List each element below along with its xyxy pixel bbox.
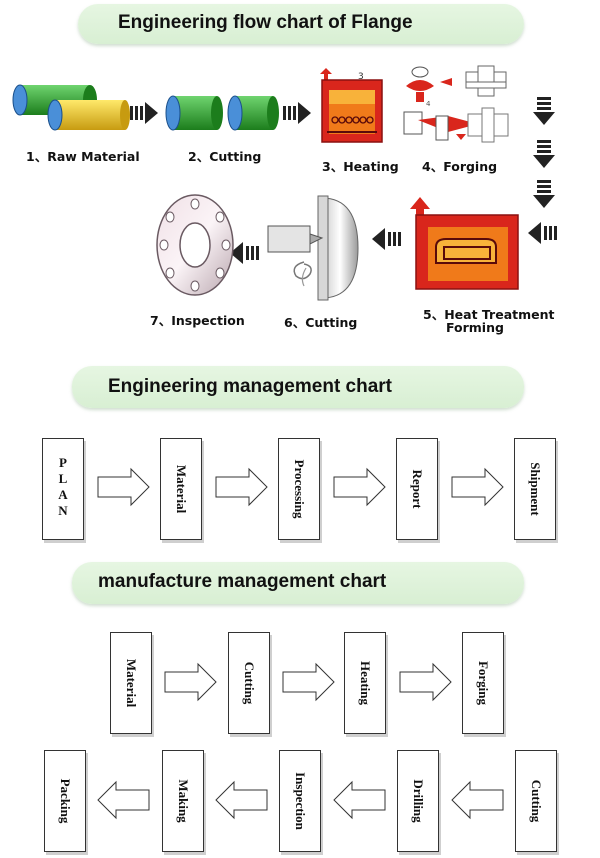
material-label: Material — [174, 464, 189, 514]
row1-heating-box: Heating — [344, 632, 386, 734]
hollow-arrow-right — [164, 662, 217, 702]
forging-illustration: 4 — [403, 65, 509, 143]
section1-title-banner — [78, 4, 524, 44]
raw-material-illustration — [12, 84, 130, 131]
section3-title-banner — [72, 562, 524, 604]
step-6-label: 6、Cutting — [284, 315, 358, 330]
row2-inspection-label: Inspection — [293, 772, 308, 830]
step-5-label-line2: Forming — [446, 320, 504, 335]
flow-arrow-down — [533, 180, 555, 208]
row1-heating-label: Heating — [358, 660, 373, 706]
flow-arrow-right — [283, 102, 311, 124]
plan-letter: N — [58, 503, 68, 518]
flow-arrow-left — [230, 242, 259, 264]
plan-letter: A — [58, 487, 68, 502]
section2-title: Engineering management chart — [108, 376, 393, 397]
hollow-arrow-right — [282, 662, 335, 702]
shipment-label: Shipment — [528, 462, 543, 516]
row1-forging-box: Forging — [462, 632, 504, 734]
row2-packing-label: Packing — [58, 778, 73, 824]
row2-making-label: Making — [176, 779, 191, 823]
flow-arrow-left — [372, 228, 401, 250]
flow-arrow-down — [533, 140, 555, 168]
flow-arrow-down — [533, 97, 555, 125]
flow-arrow-left — [528, 222, 557, 244]
row2-making-box: Making — [162, 750, 204, 852]
flange-inspection-illustration — [156, 194, 234, 296]
hollow-arrow-right — [451, 467, 504, 507]
row2-inspection-box: Inspection — [279, 750, 321, 852]
processing-label: Processing — [292, 459, 307, 519]
row2-drilling-label: Drilling — [411, 779, 426, 823]
section1-title: Engineering flow chart of Flange — [118, 12, 413, 33]
material-box: Material — [160, 438, 202, 540]
row2-cutting-box: Cutting — [515, 750, 557, 852]
plan-letter: L — [58, 471, 68, 486]
row2-cutting-label: Cutting — [529, 779, 544, 823]
row1-material-box: Material — [110, 632, 152, 734]
step-2-label: 2、Cutting — [188, 149, 262, 164]
step-4-label: 4、Forging — [422, 159, 498, 174]
hollow-arrow-right — [215, 467, 268, 507]
hollow-arrow-left — [333, 780, 386, 820]
section2-title-banner — [72, 366, 524, 408]
plan-letter: P — [59, 455, 67, 470]
report-label: Report — [410, 469, 425, 509]
flow-arrow-right — [130, 102, 158, 124]
row1-cutting-label: Cutting — [242, 661, 257, 705]
row1-material-label: Material — [124, 658, 139, 708]
shipment-box: Shipment — [514, 438, 556, 540]
svg-text:4: 4 — [426, 100, 431, 108]
plan-box: P L A N — [42, 438, 84, 540]
step-1-label: 1、Raw Material — [26, 149, 140, 164]
report-box: Report — [396, 438, 438, 540]
row2-packing-box: Packing — [44, 750, 86, 852]
hollow-arrow-right — [333, 467, 386, 507]
hollow-arrow-left — [451, 780, 504, 820]
row2-drilling-box: Drilling — [397, 750, 439, 852]
row1-cutting-box: Cutting — [228, 632, 270, 734]
lathe-cutting-illustration — [267, 195, 359, 301]
heating-furnace-illustration — [320, 68, 383, 143]
hollow-arrow-right — [97, 467, 150, 507]
step-7-label: 7、Inspection — [150, 313, 245, 328]
hollow-arrow-left — [215, 780, 268, 820]
heat-treatment-furnace-illustration — [410, 197, 519, 290]
section3-title: manufacture management chart — [98, 571, 387, 592]
hollow-arrow-left — [97, 780, 150, 820]
hollow-arrow-right — [399, 662, 452, 702]
step-5-label: 5、Heat Treatment — [423, 307, 555, 322]
step-3-label: 3、Heating — [322, 159, 399, 174]
cutting-illustration — [165, 95, 279, 131]
processing-box: Processing — [278, 438, 320, 540]
row1-forging-label: Forging — [476, 660, 491, 706]
furnace-number: 3 — [358, 72, 364, 82]
